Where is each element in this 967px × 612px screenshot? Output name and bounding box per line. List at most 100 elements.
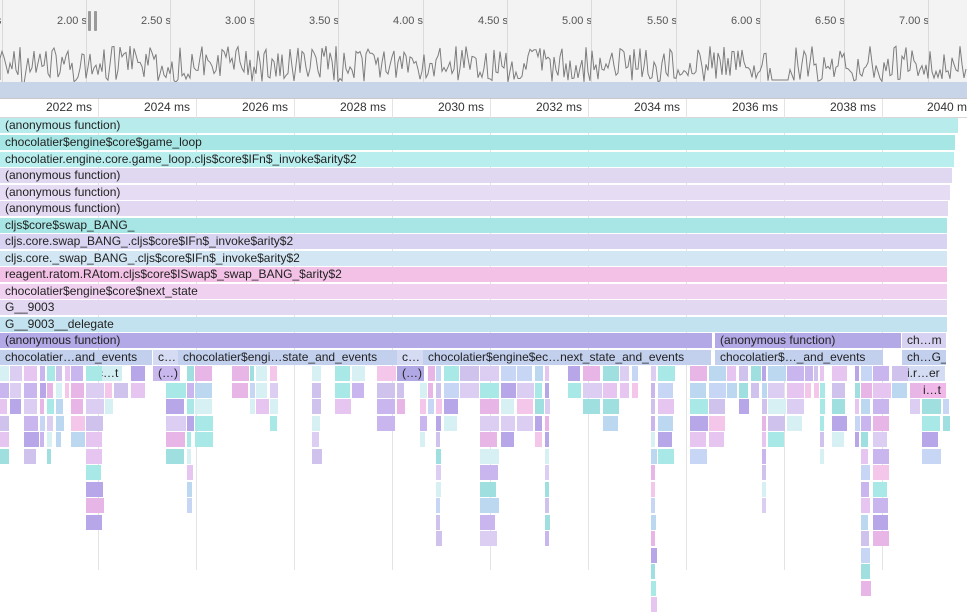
- flame-frame-block[interactable]: [480, 531, 497, 546]
- flame-frame-block[interactable]: [545, 399, 550, 414]
- flame-frame-block[interactable]: [861, 432, 868, 447]
- flame-frame-block[interactable]: [420, 432, 425, 447]
- flame-frame-block[interactable]: [436, 382, 441, 398]
- flame-frame-block[interactable]: [632, 366, 638, 381]
- flame-frame-block[interactable]: [86, 399, 104, 414]
- flame-frame-block[interactable]: [444, 415, 457, 431]
- flame-frame[interactable]: chocolatier.engine.core.game_loop.cljs$c…: [0, 152, 954, 167]
- flame-frame-block[interactable]: [651, 531, 655, 546]
- flame-frame-block[interactable]: [768, 366, 786, 381]
- flame-frame-block[interactable]: [709, 366, 726, 381]
- flame-frame-block[interactable]: [256, 382, 267, 398]
- flame-frame-block[interactable]: [545, 531, 549, 546]
- flame-frame-block[interactable]: [65, 382, 69, 398]
- flame-frame-block[interactable]: [187, 498, 192, 513]
- flame-frame[interactable]: (…): [397, 366, 424, 381]
- flame-frame-block[interactable]: [47, 399, 54, 414]
- flame-frame-block[interactable]: [195, 399, 212, 414]
- flame-frame-block[interactable]: [535, 366, 543, 381]
- flame-frame-block[interactable]: [855, 432, 859, 447]
- flame-frame-block[interactable]: [832, 366, 847, 381]
- flame-frame-block[interactable]: [620, 382, 629, 398]
- flame-frame[interactable]: i…t: [918, 383, 946, 398]
- flame-frame-block[interactable]: [187, 382, 194, 398]
- flame-frame-block[interactable]: [762, 432, 766, 447]
- flame-frame-block[interactable]: [65, 366, 70, 381]
- flame-frame-block[interactable]: [232, 382, 248, 398]
- flame-frame-block[interactable]: [187, 448, 191, 464]
- flame-frame-block[interactable]: [820, 382, 825, 398]
- flame-frame-block[interactable]: [861, 399, 870, 414]
- flame-frame-block[interactable]: [545, 498, 549, 513]
- flame-frame-block[interactable]: [855, 366, 859, 381]
- flame-frame-block[interactable]: [943, 415, 950, 431]
- flame-frame-block[interactable]: [480, 415, 499, 431]
- flame-frame-block[interactable]: [922, 432, 938, 447]
- flame-frame-block[interactable]: [47, 382, 53, 398]
- flame-frame-block[interactable]: [312, 448, 322, 464]
- flame-frame-block[interactable]: [873, 432, 887, 447]
- flame-frame-block[interactable]: [40, 432, 44, 447]
- flame-frame-block[interactable]: [195, 366, 212, 381]
- flame-frame-block[interactable]: [86, 415, 103, 431]
- flame-frame-block[interactable]: [739, 399, 749, 414]
- flame-frame-block[interactable]: [436, 531, 442, 546]
- flame-frame-block[interactable]: [814, 382, 819, 398]
- flame-frame-block[interactable]: [56, 415, 64, 431]
- flame-frame-block[interactable]: [517, 399, 533, 414]
- flame-frame-block[interactable]: [501, 399, 514, 414]
- flame-frame-block[interactable]: [71, 432, 85, 447]
- flame-frame-block[interactable]: [855, 415, 860, 431]
- flame-frame-block[interactable]: [250, 366, 254, 381]
- flame-frame[interactable]: chocolatier$engi…state_and_events: [178, 350, 397, 365]
- flame-frame-block[interactable]: [312, 382, 321, 398]
- flame-frame-block[interactable]: [535, 415, 542, 431]
- flame-frame-block[interactable]: [658, 448, 674, 464]
- flame-frame-block[interactable]: [545, 481, 549, 497]
- flame-frame-block[interactable]: [250, 399, 255, 414]
- flame-frame-block[interactable]: [820, 448, 824, 464]
- selection-handle[interactable]: [88, 11, 100, 31]
- flame-frame-block[interactable]: [910, 399, 920, 414]
- flame-frame[interactable]: cljs.core.swap_BANG_.cljs$core$IFn$_invo…: [0, 234, 947, 249]
- flame-frame-block[interactable]: [545, 415, 549, 431]
- flame-frame-block[interactable]: [24, 399, 37, 414]
- flame-frame-block[interactable]: [690, 399, 708, 414]
- flame-frame-block[interactable]: [40, 399, 44, 414]
- flame-frame-block[interactable]: [420, 399, 426, 414]
- flame-frame-block[interactable]: [517, 366, 532, 381]
- flame-frame-block[interactable]: [651, 399, 655, 414]
- flame-frame-block[interactable]: [56, 399, 63, 414]
- flame-frame-block[interactable]: [397, 399, 405, 414]
- flame-frame-block[interactable]: [787, 382, 804, 398]
- flame-frame-block[interactable]: [480, 514, 495, 530]
- flame-frame-block[interactable]: [428, 382, 433, 398]
- flame-frame-block[interactable]: [166, 415, 186, 431]
- flame-frame-block[interactable]: [420, 382, 427, 398]
- flame-frame-block[interactable]: [0, 415, 9, 431]
- flame-frame-block[interactable]: [436, 498, 440, 513]
- flame-frame[interactable]: chocolatier…and_events: [0, 350, 152, 365]
- flame-frame[interactable]: G__9003: [0, 300, 947, 315]
- flame-frame-block[interactable]: [480, 399, 499, 414]
- flame-frame-block[interactable]: [651, 432, 655, 447]
- flame-frame-block[interactable]: [480, 465, 498, 480]
- flame-frame-block[interactable]: [166, 432, 185, 447]
- flame-frame-block[interactable]: [709, 399, 725, 414]
- flame-chart[interactable]: (anonymous function) chocolatier$engine$…: [0, 118, 967, 612]
- flame-frame-block[interactable]: [335, 382, 350, 398]
- flame-frame-block[interactable]: [501, 366, 516, 381]
- flame-frame-block[interactable]: [873, 498, 888, 513]
- flame-frame-block[interactable]: [762, 498, 766, 513]
- flame-frame-block[interactable]: [397, 382, 404, 398]
- flame-frame-block[interactable]: [24, 366, 37, 381]
- flame-frame-block[interactable]: [86, 366, 102, 381]
- flame-frame-block[interactable]: [709, 382, 726, 398]
- flame-frame[interactable]: c…: [153, 350, 178, 365]
- flame-frame-block[interactable]: [86, 465, 101, 480]
- flame-frame[interactable]: chocolatier$engine$core$game_loop: [0, 135, 955, 150]
- flame-frame-block[interactable]: [820, 399, 825, 414]
- flame-frame-block[interactable]: [377, 366, 396, 381]
- flame-frame-block[interactable]: [658, 432, 672, 447]
- flame-frame-block[interactable]: [762, 399, 767, 414]
